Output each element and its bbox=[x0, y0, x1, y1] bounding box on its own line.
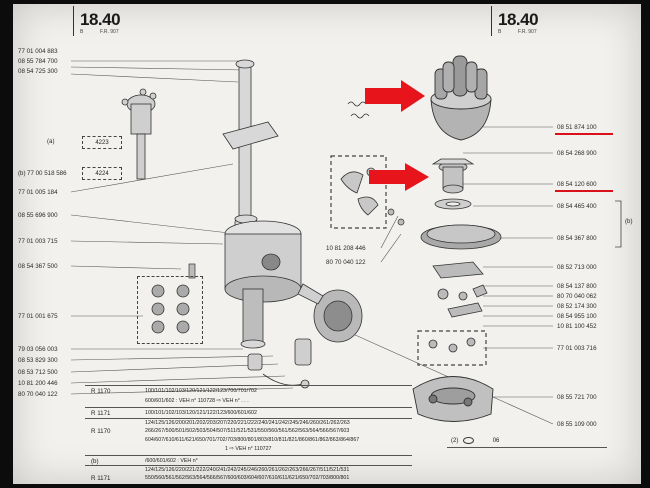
table-row: (b) /600/601/602 : VEH n° bbox=[85, 455, 412, 466]
bottom-ref-marker: (2) bbox=[451, 438, 459, 445]
bottom-ref-line bbox=[447, 447, 607, 448]
ref-b-number: 77 00 518 586 bbox=[27, 170, 67, 177]
part-label: 08 54 465 400 bbox=[557, 203, 597, 210]
page-sub-right-b: F.R. 907 bbox=[518, 29, 537, 35]
part-label: 08 54 367 500 bbox=[18, 263, 58, 270]
part-label: 80 70 040 122 bbox=[326, 259, 366, 266]
part-label: 79 03 056 003 bbox=[18, 346, 58, 353]
table-text: 600/601/602 : VEH n° 110728 ⇨ VEH n° . .… bbox=[145, 398, 249, 404]
table-code: R 1170 bbox=[91, 428, 111, 435]
part-label: 08 54 137 800 bbox=[557, 283, 597, 290]
parts-catalog-page: 18.40 B F.R. 907 18.40 B F.R. 907 bbox=[13, 4, 641, 484]
table-text: 1 ⇨ VEH n° 110727 bbox=[225, 446, 272, 452]
table-text: 100/101/102/103/120/121/122/123/600/601/… bbox=[145, 410, 257, 416]
part-label: 08 54 367 800 bbox=[557, 235, 597, 242]
ref-box-a: 4223 bbox=[82, 136, 122, 149]
part-label: 08 54 120 600 bbox=[557, 181, 597, 188]
table-text: 100/101/102/103/120/121/122/123/700/701/… bbox=[145, 388, 257, 394]
page-number-left: 18.40 B F.R. 907 bbox=[73, 6, 134, 36]
table-row: 600/601/602 : VEH n° 110728 ⇨ VEH n° . .… bbox=[85, 396, 412, 407]
part-label: 77 01 003 715 bbox=[18, 238, 58, 245]
table-row: 1 ⇨ VEH n° 110727 bbox=[85, 445, 412, 455]
table-code: R 1170 bbox=[91, 388, 111, 395]
table-code: R 1171 bbox=[91, 410, 111, 417]
part-label: 08 55 784 700 bbox=[18, 58, 58, 65]
arrow-icon bbox=[365, 80, 425, 112]
table-row: R 1171 550/560/561/562/563/564/566/567/6… bbox=[85, 474, 412, 484]
part-label: 77 01 004 883 bbox=[18, 48, 58, 55]
page-sub-right-a: B bbox=[498, 29, 502, 35]
part-label: 08 52 713 000 bbox=[557, 264, 597, 271]
table-code: (b) bbox=[91, 458, 99, 465]
table-row: R 1170 100/101/102/103/120/121/122/123/7… bbox=[85, 385, 412, 397]
part-label: 08 54 268 900 bbox=[557, 150, 597, 157]
part-label: 80 70 040 062 bbox=[557, 293, 597, 300]
table-row: 124/125/126/200/201/202/203/207/220/221/… bbox=[85, 418, 412, 428]
bracket-icon bbox=[615, 200, 622, 248]
bottom-ref: (2) 06 bbox=[451, 437, 499, 444]
exploded-diagram bbox=[70, 55, 554, 425]
bottom-ref-number: 06 bbox=[492, 438, 500, 445]
table-text: 604/607/610/611/621/650/701/702/703/800/… bbox=[145, 437, 360, 443]
part-label: 08 55 109 000 bbox=[557, 421, 597, 428]
table-row: R 1170 266/267/500/501/502/503/504/507/5… bbox=[85, 427, 412, 436]
page-number-right: 18.40 B F.R. 907 bbox=[491, 6, 552, 36]
part-label: 08 53 712 500 bbox=[18, 369, 58, 376]
part-label: 77 01 001 675 bbox=[18, 313, 58, 320]
marker-b-right: (b) bbox=[625, 218, 633, 225]
eye-icon bbox=[463, 437, 475, 444]
application-table: R 1170 100/101/102/103/120/121/122/123/7… bbox=[85, 385, 412, 484]
table-text: 266/267/500/501/502/503/504/507/511/521/… bbox=[145, 428, 350, 434]
part-label: 08 54 725 300 bbox=[18, 68, 58, 75]
part-label: 08 55 696 900 bbox=[18, 212, 58, 219]
ref-box-b-text: 4224 bbox=[95, 170, 109, 177]
part-label: 08 51 874 100 bbox=[557, 124, 597, 131]
part-label: 80 70 040 122 bbox=[18, 391, 58, 398]
table-row: R 1171 100/101/102/103/120/121/122/123/6… bbox=[85, 407, 412, 419]
part-label: 08 54 955 100 bbox=[557, 313, 597, 320]
part-label: 08 55 721 700 bbox=[557, 394, 597, 401]
part-label: 10 81 100 452 bbox=[557, 323, 597, 330]
table-row: 124/125/126/220/221/222/240/241/242/245/… bbox=[85, 465, 412, 475]
small-parts-box bbox=[137, 276, 203, 344]
table-text: 124/125/126/220/221/222/240/241/242/245/… bbox=[145, 467, 350, 473]
page-number-left-text: 18.40 bbox=[80, 10, 121, 29]
ref-box-b: 4224 bbox=[82, 167, 122, 180]
page-sub-left-a: B bbox=[80, 29, 84, 35]
table-row: 604/607/610/611/621/650/701/702/703/800/… bbox=[85, 436, 412, 445]
part-label: 10 81 208 446 bbox=[326, 245, 366, 252]
table-code: R 1171 bbox=[91, 475, 111, 482]
page-number-right-text: 18.40 bbox=[498, 10, 539, 29]
table-text: 550/560/561/562/563/564/566/567/600/603/… bbox=[145, 475, 350, 481]
part-label: 10 81 200 446 bbox=[18, 380, 58, 387]
part-label: 77 01 003 716 bbox=[557, 345, 597, 352]
part-label: 77 01 005 184 bbox=[18, 189, 58, 196]
part-label: 08 52 174 300 bbox=[557, 303, 597, 310]
marker-a: (a) bbox=[47, 138, 55, 145]
table-text: /600/601/602 : VEH n° bbox=[145, 458, 198, 464]
highlight-overlay bbox=[365, 80, 613, 192]
marker-b: (b) bbox=[18, 170, 26, 177]
part-label: 08 53 829 300 bbox=[18, 357, 58, 364]
arrow-icon bbox=[369, 163, 429, 191]
table-text: 124/125/126/200/201/202/203/207/220/221/… bbox=[145, 420, 350, 426]
page-sub-left-b: F.R. 907 bbox=[100, 29, 119, 35]
ref-box-a-text: 4223 bbox=[95, 139, 109, 146]
